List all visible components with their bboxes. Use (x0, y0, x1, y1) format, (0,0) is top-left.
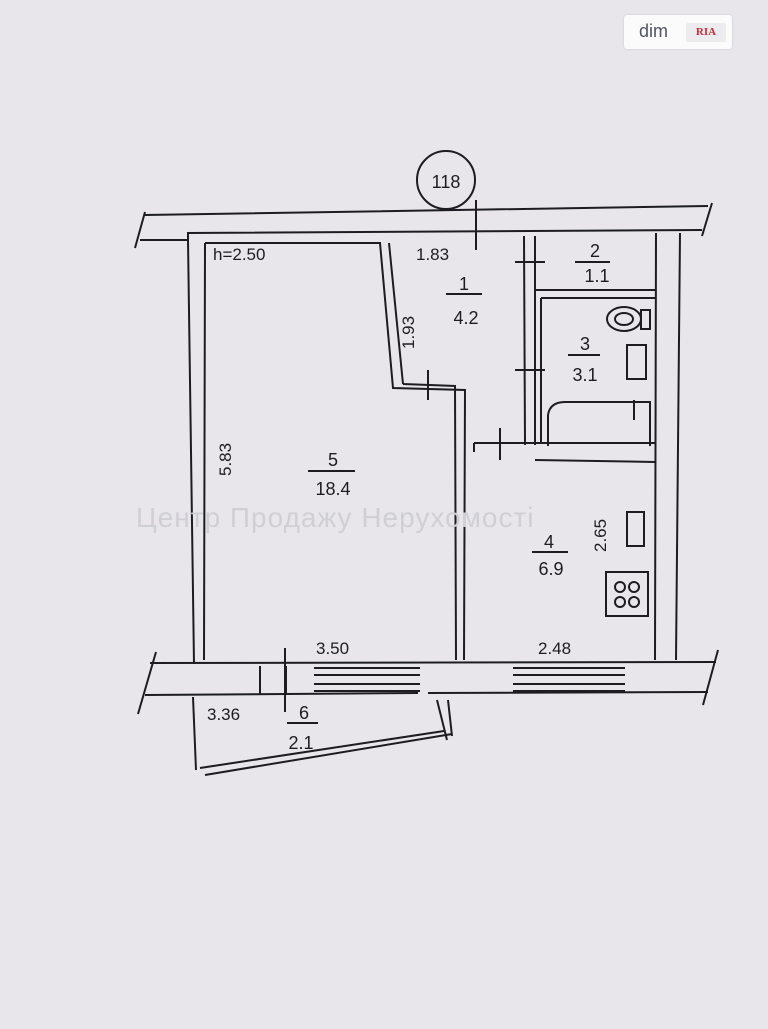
ria-logo: RIA (686, 23, 726, 42)
dim-corridor-width: 1.83 (416, 245, 449, 264)
wall-break-marks (134, 202, 713, 249)
door-ticks (284, 200, 545, 712)
ceiling-height: h=2.50 (213, 245, 265, 264)
dim-balcony-length: 3.36 (207, 705, 240, 724)
fraction-lines (287, 261, 610, 724)
room-1-area: 4.2 (453, 308, 478, 328)
room-1-number: 1 (459, 274, 469, 294)
room-5-area: 18.4 (315, 479, 350, 499)
right-wall (654, 232, 681, 661)
bath-tub (547, 401, 651, 446)
dim-corridor-length: 1.93 (399, 316, 418, 349)
balcony-door (259, 666, 287, 695)
balcony-outline (192, 696, 453, 776)
room-4-area: 6.9 (538, 559, 563, 579)
living-partition (205, 242, 467, 661)
bottom-wall (144, 661, 717, 696)
bottom-break-marks (137, 649, 719, 715)
room-6-area: 2.1 (288, 733, 313, 753)
room-2-number: 2 (590, 241, 600, 261)
room-3-area: 3.1 (572, 365, 597, 385)
dim-ria-badge[interactable]: dim RIA (624, 15, 732, 49)
dim-living-length: 5.83 (216, 443, 235, 476)
wc-wall (535, 289, 655, 299)
dim-kitchen-width: 2.48 (538, 639, 571, 658)
bath-wall (523, 235, 536, 446)
top-wall (140, 205, 709, 241)
room-5-number: 5 (328, 450, 338, 470)
badge-brand: dim (639, 21, 669, 41)
building-number-circle (416, 150, 476, 210)
building-number: 118 (432, 172, 461, 192)
dim-kitchen-length: 2.65 (591, 519, 610, 552)
window-living (314, 667, 420, 692)
left-wall (187, 239, 206, 665)
window-kitchen (513, 667, 625, 692)
room-2-area: 1.1 (584, 266, 609, 286)
toilet-icon (606, 306, 651, 332)
room-3-number: 3 (580, 334, 590, 354)
corridor-partition (388, 242, 457, 661)
kitchen-sink-icon (626, 511, 645, 547)
room-4-number: 4 (544, 532, 554, 552)
kitchen-top-wall (473, 442, 656, 463)
watermark-text: Центр Продажу Нерухомості (136, 502, 535, 533)
dim-living-width: 3.50 (316, 639, 349, 658)
stove-icon (605, 571, 649, 617)
sink-icon (626, 344, 647, 380)
room-6-number: 6 (299, 703, 309, 723)
